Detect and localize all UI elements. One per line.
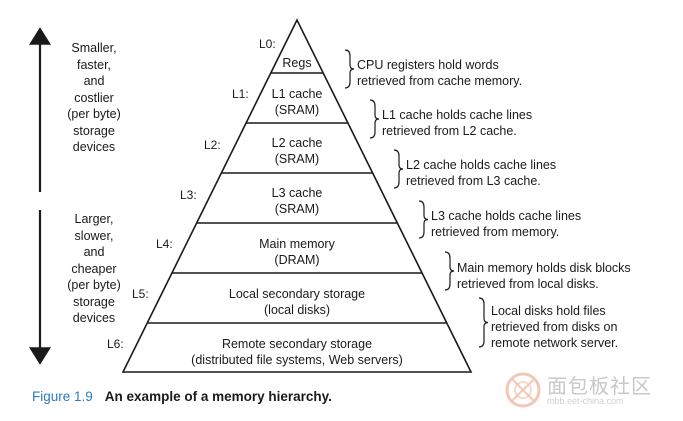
tier-line: L3 cache bbox=[271, 186, 323, 200]
left-top-caption: Smaller, faster, and costlier (per byte)… bbox=[49, 40, 139, 156]
tier-line: Regs bbox=[282, 56, 312, 70]
tier-line: L2 cache bbox=[271, 136, 323, 150]
left-top-line: faster, bbox=[76, 57, 112, 72]
left-bottom-line: (per byte) bbox=[67, 278, 121, 292]
tier-l5: Local secondary storage (local disks) bbox=[172, 286, 422, 318]
level-label-l0: L0: bbox=[259, 37, 276, 51]
brace bbox=[344, 49, 355, 89]
desc-line: L2 cache holds cache lines bbox=[406, 158, 557, 172]
desc-l4: Main memory holds disk blocks retrieved … bbox=[457, 260, 631, 292]
left-top-line: Smaller, bbox=[71, 41, 117, 55]
left-top-line: (per byte) bbox=[67, 107, 121, 121]
tier-l2: L2 cache (SRAM) bbox=[222, 135, 372, 167]
watermark-url: mbb.eet-china.com bbox=[547, 396, 624, 406]
desc-line: L3 cache holds cache lines bbox=[431, 209, 582, 223]
desc-line: CPU registers hold words bbox=[357, 58, 499, 72]
level-label-l4: L4: bbox=[156, 237, 173, 251]
tier-l3: L3 cache (SRAM) bbox=[222, 185, 372, 217]
tier-line: Main memory bbox=[259, 237, 335, 251]
level-label-l2: L2: bbox=[204, 138, 221, 152]
tier-regs: Regs bbox=[247, 55, 347, 71]
desc-line: Main memory holds disk blocks bbox=[457, 261, 631, 275]
desc-line: retrieved from local disks. bbox=[457, 277, 599, 291]
desc-line: L1 cache holds cache lines bbox=[382, 108, 533, 122]
left-top-line: storage bbox=[73, 123, 115, 138]
figure-number: Figure 1.9 bbox=[32, 389, 93, 404]
level-label-l5: L5: bbox=[132, 287, 149, 301]
brace bbox=[369, 99, 380, 139]
desc-line: retrieved from memory. bbox=[431, 225, 560, 239]
tier-line: (SRAM) bbox=[274, 202, 320, 216]
desc-line: remote network server. bbox=[491, 336, 619, 350]
tier-l1: L1 cache (SRAM) bbox=[222, 86, 372, 118]
pyramid-outline bbox=[121, 18, 473, 373]
figure-title: An example of a memory hierarchy. bbox=[104, 389, 332, 404]
desc-l0: CPU registers hold words retrieved from … bbox=[357, 57, 522, 89]
watermark-logo-icon bbox=[505, 372, 541, 408]
brace bbox=[444, 251, 455, 291]
left-top-line: devices bbox=[72, 140, 116, 154]
tier-line: (DRAM) bbox=[274, 253, 320, 267]
desc-l5: Local disks hold files retrieved from di… bbox=[491, 303, 618, 351]
desc-line: retrieved from cache memory. bbox=[357, 74, 523, 88]
desc-line: Local disks hold files bbox=[491, 304, 606, 318]
left-bottom-line: cheaper bbox=[71, 261, 117, 276]
level-label-l6: L6: bbox=[107, 337, 124, 351]
desc-line: retrieved from L3 cache. bbox=[406, 174, 541, 188]
left-bottom-line: storage bbox=[73, 294, 115, 309]
level-label-l3: L3: bbox=[180, 188, 197, 202]
tier-l6: Remote secondary storage (distributed fi… bbox=[147, 336, 447, 368]
left-bottom-line: slower, bbox=[74, 228, 114, 243]
left-top-line: costlier bbox=[74, 90, 114, 105]
desc-l3: L3 cache holds cache lines retrieved fro… bbox=[431, 208, 581, 240]
tier-line: (distributed file systems, Web servers) bbox=[191, 353, 403, 367]
desc-line: retrieved from disks on bbox=[491, 320, 618, 334]
brace bbox=[478, 297, 489, 348]
watermark: 面包板社区 mbb.eet-china.com bbox=[503, 368, 678, 416]
brace bbox=[418, 200, 429, 239]
figure-caption: Figure 1.9 An example of a memory hierarc… bbox=[32, 389, 332, 404]
tier-l4: Main memory (DRAM) bbox=[197, 236, 397, 268]
left-top-line: and bbox=[83, 74, 105, 88]
tier-line: Local secondary storage bbox=[228, 287, 366, 301]
left-bottom-line: and bbox=[83, 245, 105, 259]
tier-line: (SRAM) bbox=[274, 152, 320, 166]
desc-line: retrieved from L2 cache. bbox=[382, 124, 517, 138]
left-bottom-caption: Larger, slower, and cheaper (per byte) s… bbox=[49, 211, 139, 327]
braces bbox=[344, 49, 489, 348]
watermark-text: 面包板社区 bbox=[547, 376, 652, 398]
tier-line: Remote secondary storage bbox=[221, 337, 373, 351]
left-bottom-line: Larger, bbox=[74, 212, 114, 226]
tier-line: (local disks) bbox=[264, 303, 330, 317]
left-bottom-line: devices bbox=[72, 311, 116, 325]
desc-l1: L1 cache holds cache lines retrieved fro… bbox=[382, 107, 532, 139]
pyramid bbox=[121, 18, 473, 373]
brace bbox=[393, 149, 404, 189]
level-label-l1: L1: bbox=[232, 87, 249, 101]
tier-line: (SRAM) bbox=[274, 103, 320, 117]
desc-l2: L2 cache holds cache lines retrieved fro… bbox=[406, 157, 556, 189]
tier-line: L1 cache bbox=[271, 87, 323, 101]
